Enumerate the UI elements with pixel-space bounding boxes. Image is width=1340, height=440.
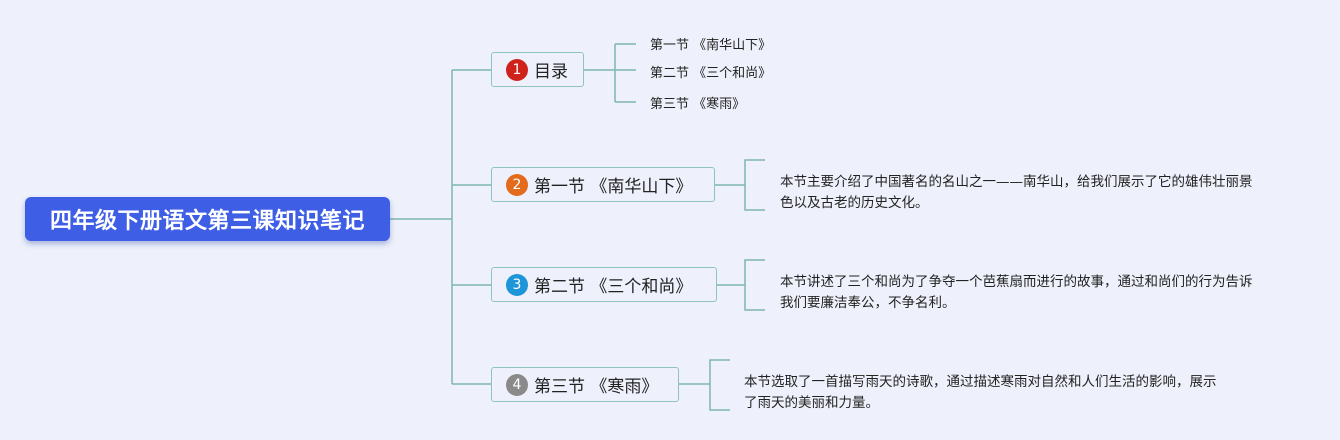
note-line: 色以及古老的历史文化。 — [780, 195, 929, 211]
number-4-badge-icon: 4 — [506, 373, 528, 396]
subtopic-section-3[interactable]: 第三节 《寒雨》 — [650, 97, 746, 112]
topic-section-1[interactable]: 2 第一节 《南华山下》 — [491, 167, 715, 202]
subtopic-section-2[interactable]: 第二节 《三个和尚》 — [650, 66, 772, 81]
number-3-badge-icon: 3 — [506, 273, 528, 296]
note-section-3[interactable]: 本节选取了一首描写雨天的诗歌，通过描述寒雨对自然和人们生活的影响，展示 了雨天的… — [744, 372, 1217, 414]
number-2-badge-icon: 2 — [506, 173, 528, 196]
topic-contents[interactable]: 1 目录 — [491, 52, 584, 87]
note-line: 了雨天的美丽和力量。 — [744, 395, 879, 411]
central-topic-label: 四年级下册语文第三课知识笔记 — [49, 209, 365, 234]
topic-section-2[interactable]: 3 第二节 《三个和尚》 — [491, 267, 717, 302]
note-section-2[interactable]: 本节讲述了三个和尚为了争夺一个芭蕉扇而进行的故事，通过和尚们的行为告诉 我们要廉… — [780, 272, 1253, 314]
topic-label: 第三节 《寒雨》 — [534, 377, 659, 397]
note-line: 我们要廉洁奉公，不争名利。 — [780, 295, 956, 311]
note-section-1[interactable]: 本节主要介绍了中国著名的名山之一——南华山，给我们展示了它的雄伟壮丽景 色以及古… — [780, 172, 1253, 214]
topic-label: 第二节 《三个和尚》 — [534, 277, 693, 297]
note-line: 本节讲述了三个和尚为了争夺一个芭蕉扇而进行的故事，通过和尚们的行为告诉 — [780, 274, 1253, 290]
topic-label: 目录 — [534, 62, 568, 82]
topic-label: 第一节 《南华山下》 — [534, 177, 693, 197]
topic-section-3[interactable]: 4 第三节 《寒雨》 — [491, 367, 679, 402]
number-1-badge-icon: 1 — [506, 58, 528, 81]
note-line: 本节主要介绍了中国著名的名山之一——南华山，给我们展示了它的雄伟壮丽景 — [780, 174, 1253, 190]
subtopic-section-1[interactable]: 第一节 《南华山下》 — [650, 38, 772, 53]
central-topic[interactable]: 四年级下册语文第三课知识笔记 — [25, 197, 390, 241]
note-line: 本节选取了一首描写雨天的诗歌，通过描述寒雨对自然和人们生活的影响，展示 — [744, 374, 1217, 390]
